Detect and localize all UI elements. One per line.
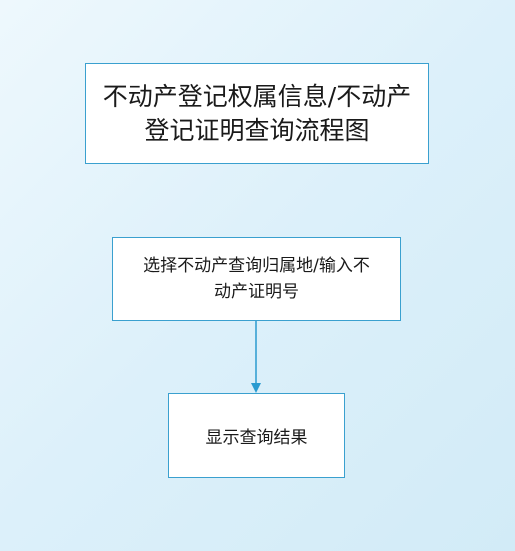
title-box: 不动产登记权属信息/不动产 登记证明查询流程图 xyxy=(85,63,429,164)
step-1-line-1: 选择不动产查询归属地/输入不 xyxy=(143,256,370,276)
arrow-head xyxy=(251,383,261,393)
title-text: 不动产登记权属信息/不动产 登记证明查询流程图 xyxy=(103,80,411,148)
step-2-line-1: 显示查询结果 xyxy=(205,428,308,448)
title-line-1: 不动产登记权属信息/不动产 xyxy=(102,81,412,111)
step-1-line-2: 动产证明号 xyxy=(213,282,299,302)
step-box-show-result: 显示查询结果 xyxy=(168,393,345,478)
title-line-2: 登记证明查询流程图 xyxy=(144,115,370,145)
step-box-select-input: 选择不动产查询归属地/输入不 动产证明号 xyxy=(112,237,401,321)
step-1-text: 选择不动产查询归属地/输入不 动产证明号 xyxy=(143,253,370,305)
step-2-text: 显示查询结果 xyxy=(206,423,308,448)
